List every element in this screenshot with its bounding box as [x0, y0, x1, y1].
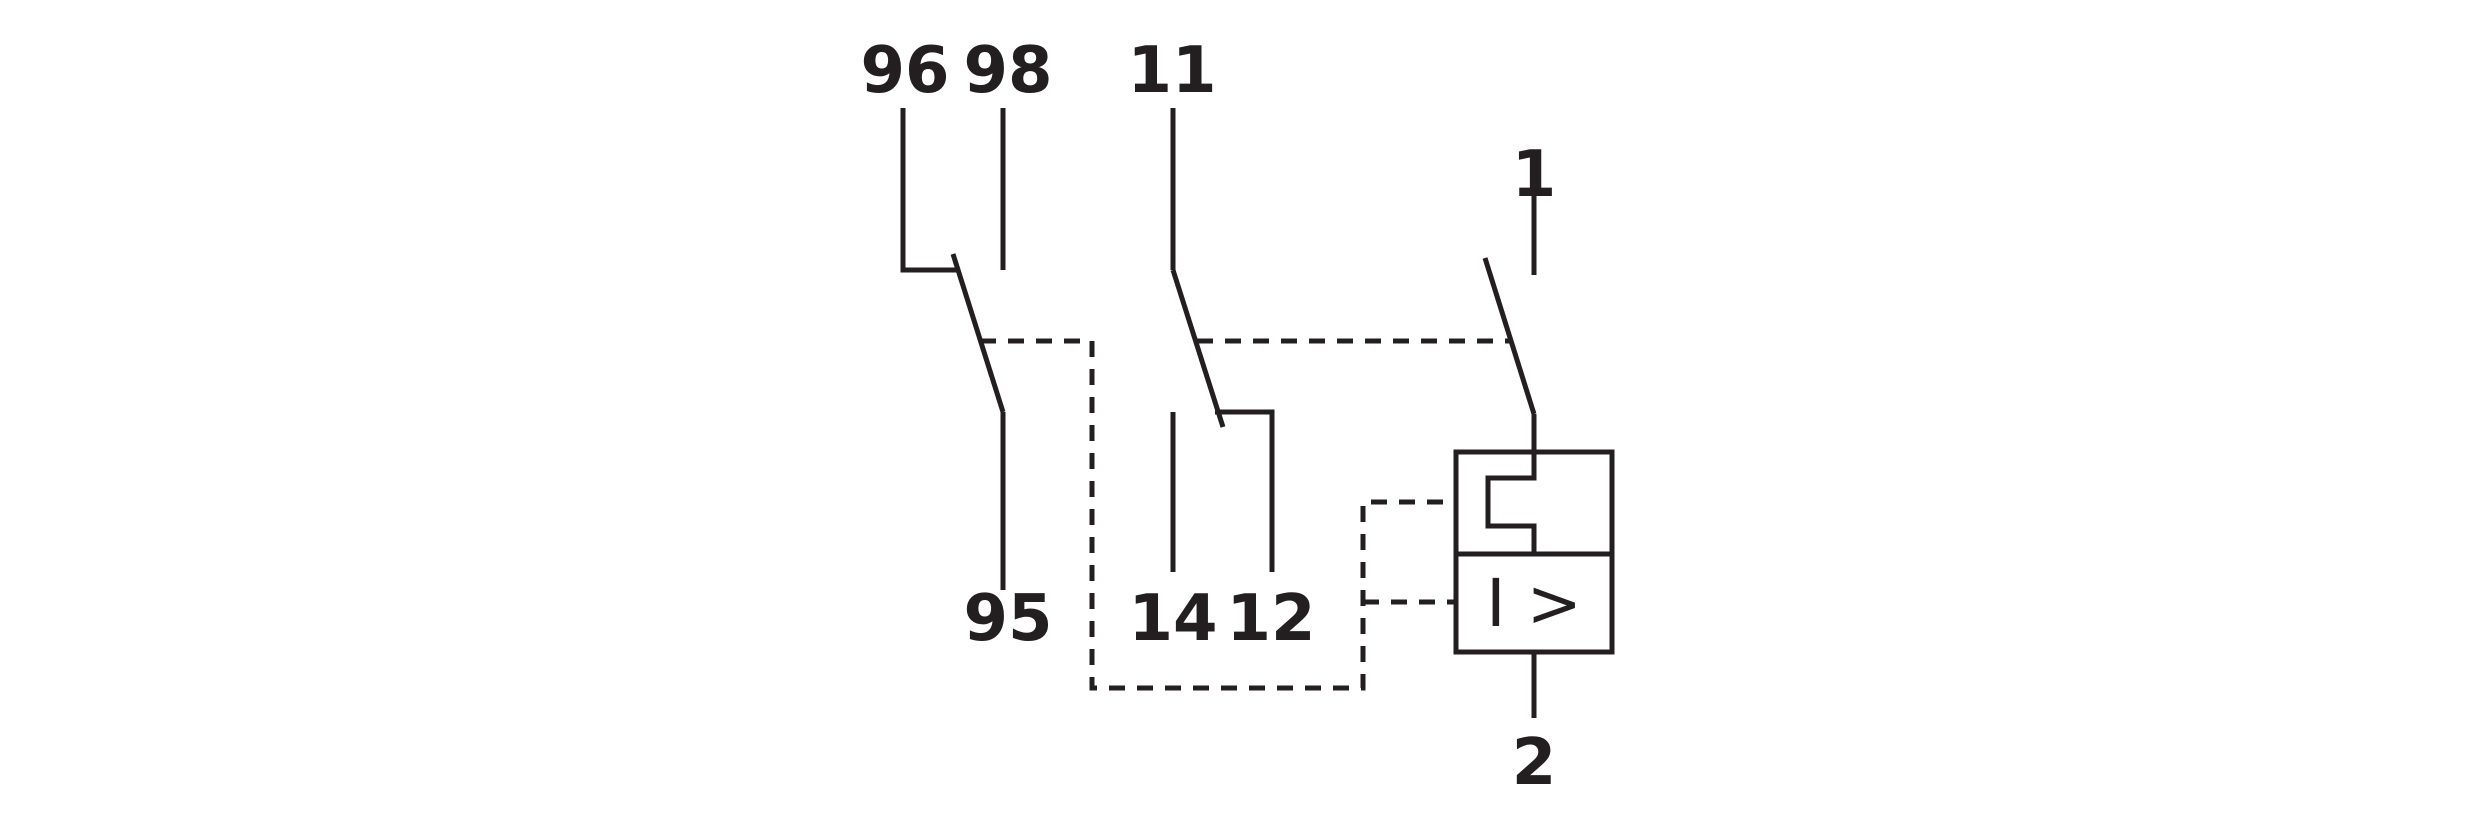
terminal-12-lead: [1215, 409, 1275, 572]
main-contact-1-2: [1482, 160, 1537, 718]
changeover-blade-11: [1170, 269, 1226, 428]
thermal-trip-element-icon: [1485, 452, 1537, 554]
terminal-96-label: 96: [860, 34, 949, 108]
linkage-aux-96-loop: [980, 338, 1456, 691]
auxiliary-contact-95-96-98: [900, 108, 1006, 590]
terminal-1-label: 1: [1512, 138, 1557, 212]
terminal-labels: 96 98 11 1 95 14 12 2: [860, 34, 1556, 800]
terminal-98-label: 98: [963, 34, 1052, 108]
main-contact-blade: [1482, 257, 1537, 415]
changeover-blade-96-98: [950, 253, 1006, 413]
trip-unit: I >: [1453, 449, 1615, 655]
magnetic-trip-symbol: I >: [1486, 565, 1582, 642]
terminal-11-label: 11: [1127, 34, 1216, 108]
mechanical-linkage: [980, 338, 1510, 691]
terminal-2-label: 2: [1512, 726, 1557, 800]
terminal-12-label: 12: [1226, 582, 1315, 656]
terminal-96-lead: [900, 108, 960, 273]
auxiliary-contact-11-12-14: [1170, 108, 1275, 572]
terminal-14-label: 14: [1128, 582, 1217, 656]
terminal-95-label: 95: [963, 582, 1052, 656]
